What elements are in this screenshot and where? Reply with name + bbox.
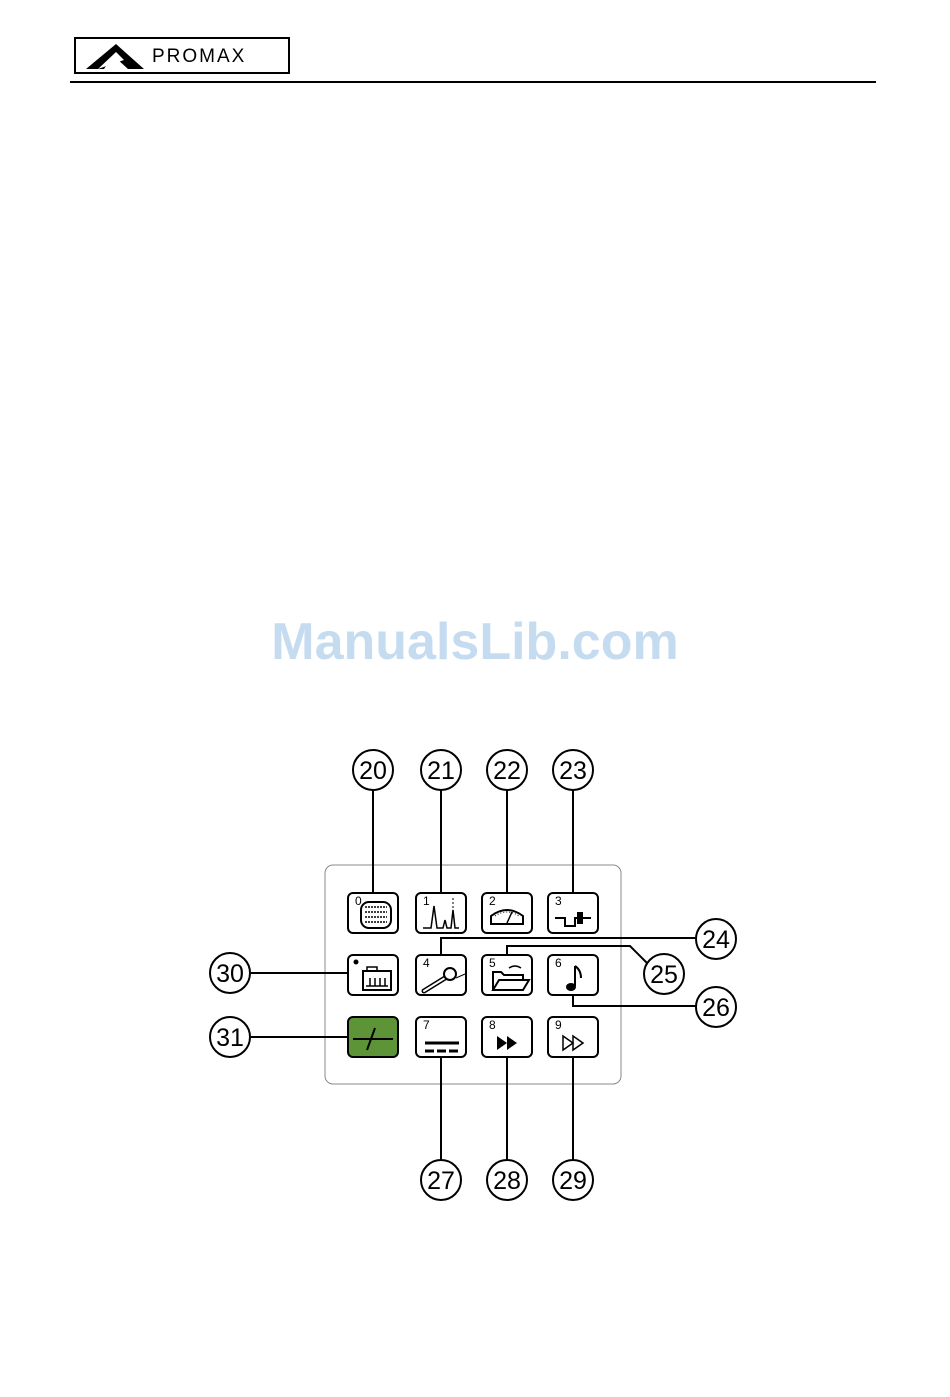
callout-number: 25 (650, 961, 678, 989)
callout-29: 29 (553, 1160, 593, 1200)
callout-number: 30 (216, 960, 244, 988)
keypad-key[interactable]: 2 (482, 893, 532, 933)
callout-number: 23 (559, 757, 587, 785)
callout-20: 20 (353, 750, 393, 790)
callout-24: 24 (696, 919, 736, 959)
keypad-key[interactable]: 1 (416, 893, 466, 933)
callout-22: 22 (487, 750, 527, 790)
callout-number: 28 (493, 1167, 521, 1195)
callout-number: 27 (427, 1167, 455, 1195)
keypad-key[interactable]: 6 (548, 955, 598, 995)
keypad-key[interactable]: 3 (548, 893, 598, 933)
key-digit: 3 (555, 894, 562, 908)
key-digit: 5 (489, 956, 496, 970)
keypad-key[interactable]: 4 (416, 955, 466, 995)
key-digit: 9 (555, 1018, 562, 1032)
keypad-key[interactable]: 0 (348, 893, 398, 933)
callout-number: 31 (216, 1024, 244, 1052)
callout-number: 21 (427, 757, 455, 785)
keypad-key[interactable]: 7 (416, 1017, 466, 1057)
key-digit: 0 (355, 894, 362, 908)
key-digit: 8 (489, 1018, 496, 1032)
callout-27: 27 (421, 1160, 461, 1200)
callout-26: 26 (696, 987, 736, 1027)
key-digit: 2 (489, 894, 496, 908)
callout-number: 29 (559, 1167, 587, 1195)
keys: 0 1 2 3 4 5 6 7 8 9 (348, 893, 598, 1057)
callout-31: 31 (210, 1017, 250, 1057)
callout-number: 22 (493, 757, 521, 785)
keypad-key[interactable] (348, 1017, 398, 1057)
callout-23: 23 (553, 750, 593, 790)
callout-28: 28 (487, 1160, 527, 1200)
key-digit: 6 (555, 956, 562, 970)
keypad-key[interactable]: 8 (482, 1017, 532, 1057)
callout-21: 21 (421, 750, 461, 790)
key-digit: 7 (423, 1018, 430, 1032)
key-body (348, 1017, 398, 1057)
callout-number: 20 (359, 757, 387, 785)
callout-number: 24 (702, 926, 730, 954)
keypad-key[interactable]: 5 (482, 955, 532, 995)
callout-25: 25 (644, 954, 684, 994)
key-digit: 1 (423, 894, 430, 908)
callout-number: 26 (702, 994, 730, 1022)
keypad-key[interactable] (348, 955, 398, 995)
callout-30: 30 (210, 953, 250, 993)
leader-lines (251, 789, 697, 1160)
keypad-key[interactable]: 9 (548, 1017, 598, 1057)
key-digit: 4 (423, 956, 430, 970)
